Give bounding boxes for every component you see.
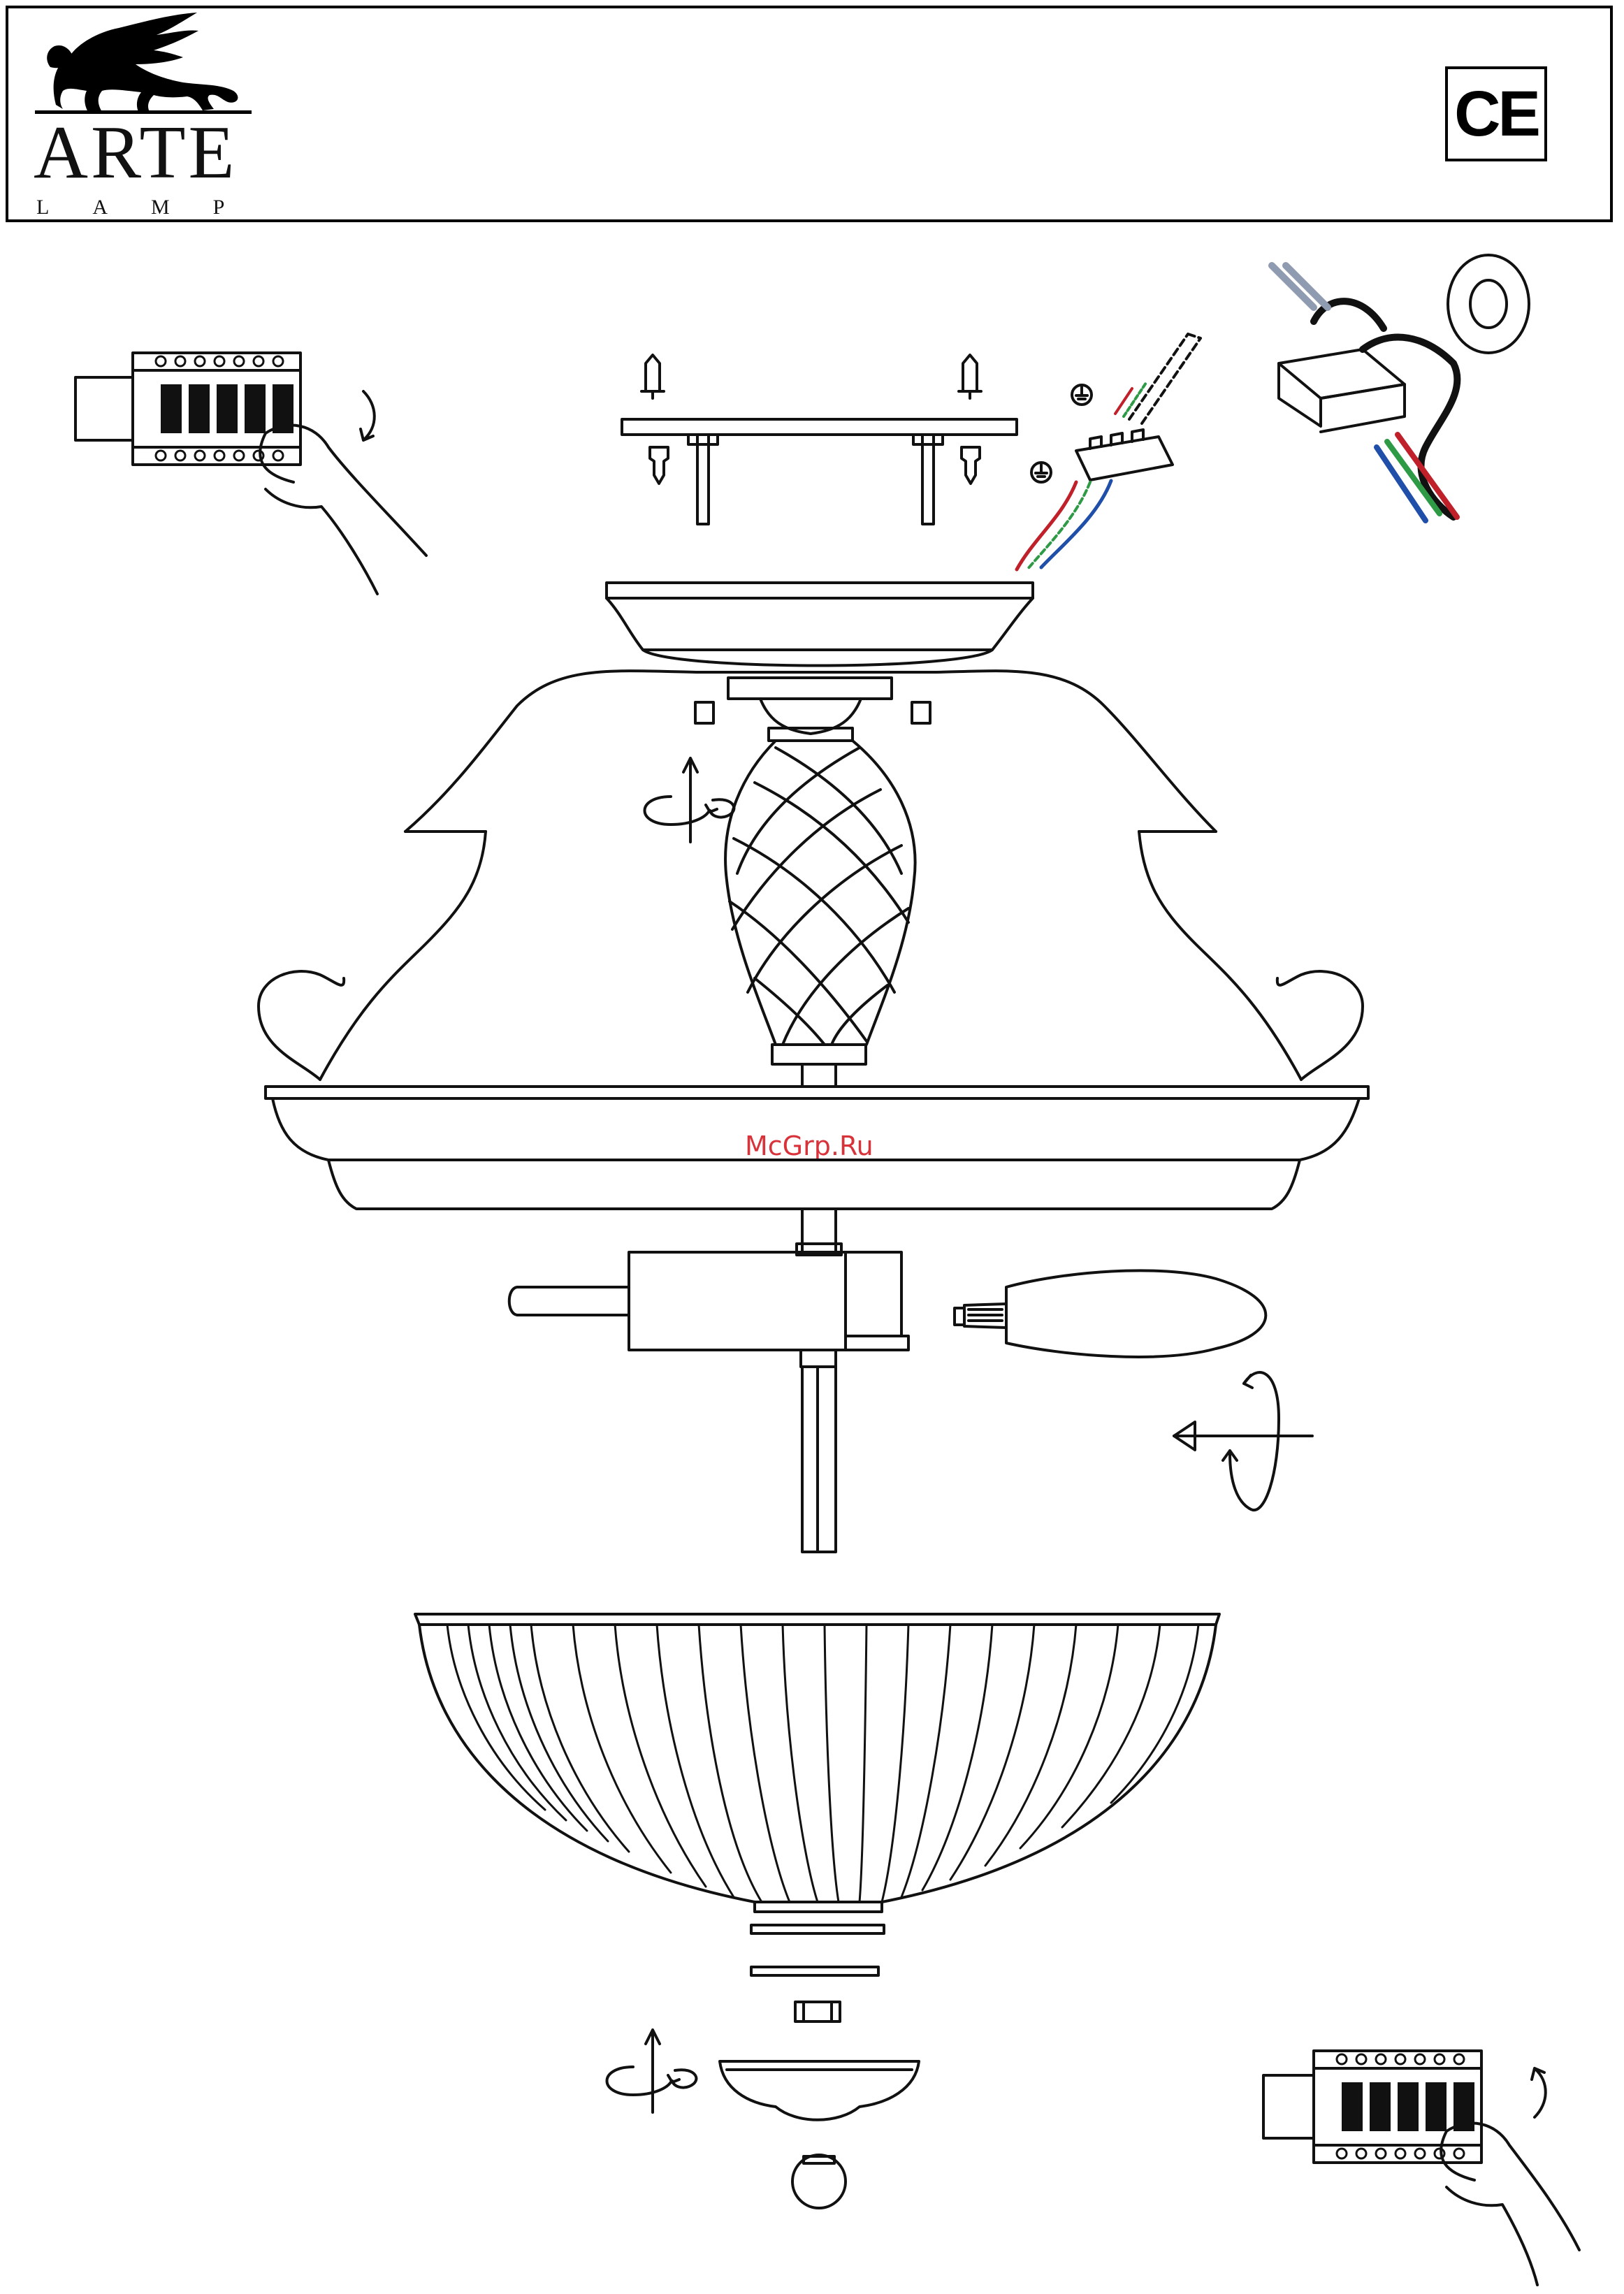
rotate-arrow-icon bbox=[645, 758, 734, 842]
bottom-finial-parts bbox=[720, 1925, 919, 2208]
twisted-column bbox=[725, 741, 915, 1087]
ceiling-canopy bbox=[607, 583, 1033, 666]
screw-in-arrow-icon bbox=[1174, 1372, 1312, 1510]
winged-lion-logo bbox=[35, 13, 252, 114]
rotate-arrow-icon-bottom bbox=[607, 2030, 697, 2112]
socket-assembly bbox=[509, 1209, 908, 1552]
lamp-frame bbox=[259, 671, 1363, 1080]
candle-bulb bbox=[955, 1270, 1266, 1357]
circuit-breaker-on-icon bbox=[1263, 2051, 1579, 2285]
glass-bowl bbox=[415, 1614, 1219, 1912]
insulated-connector bbox=[1272, 255, 1529, 521]
circuit-breaker-off-icon bbox=[75, 353, 426, 594]
mounting-plate bbox=[622, 355, 1017, 524]
main-tray bbox=[266, 1087, 1368, 1209]
terminal-block bbox=[1017, 334, 1201, 569]
